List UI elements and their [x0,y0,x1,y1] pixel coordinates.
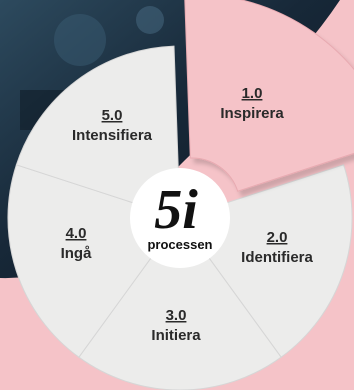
center-circle [130,168,230,268]
segment-4-number: 4.0 [66,225,87,242]
segment-1-label: Inspirera [220,105,284,122]
segment-3-label: Initiera [151,327,201,344]
segment-4-label: Ingå [61,245,92,262]
segment-5-number: 5.0 [102,107,123,124]
segment-3-number: 3.0 [166,307,187,324]
segment-1-shape[interactable] [184,0,354,192]
center-badge: 5i processen [130,168,230,268]
center-mark: 5i [154,179,198,241]
segment-1-number: 1.0 [242,85,263,102]
center-caption: processen [147,237,212,252]
segment-2-number: 2.0 [267,229,288,246]
segments-layer: 2.0Identifiera3.0Initiera4.0Ingå5.0Inten… [7,0,354,390]
segment-5-label: Intensifiera [72,127,153,144]
segment-2-label: Identifiera [241,249,313,266]
